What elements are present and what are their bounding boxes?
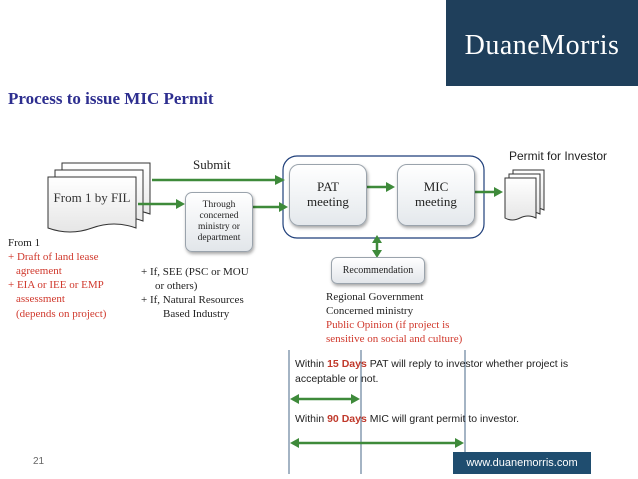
fifteen-days-cont: acceptable or not.: [295, 373, 379, 385]
recommendation-box: Recommendation: [331, 257, 425, 284]
meeting-group-border: [282, 155, 485, 239]
permit-label: Permit for Investor: [509, 149, 608, 163]
middle-note-item: + If, Natural Resources: [141, 294, 244, 306]
middle-note-item: or others): [155, 280, 198, 292]
to-ministry-arrow: [138, 199, 185, 209]
pat-to-mic-arrow: [366, 182, 395, 192]
fifteen-days-arrow: [290, 394, 360, 404]
ninety-days-count: 90 Days: [327, 413, 367, 425]
doc-from1-label: From 1 by FIL: [53, 190, 131, 205]
fifteen-days-count: 15 Days: [327, 358, 367, 370]
fifteen-days-rest: PAT will reply to investor whether proje…: [366, 358, 569, 370]
public-opinion-note: Public Opinion (if project is: [326, 319, 450, 331]
through-line: concerned: [199, 211, 239, 222]
through-line: Through: [202, 200, 236, 211]
left-note-item: + Draft of land lease: [8, 251, 99, 263]
document-stack-icon: [47, 162, 151, 233]
left-note-item: assessment: [16, 293, 65, 305]
public-opinion-note: sensitive on social and culture): [326, 333, 463, 345]
duane-morris-logo: DuaneMorris: [464, 30, 620, 61]
footer-url[interactable]: www.duanemorris.com: [466, 457, 578, 469]
regional-note: Concerned ministry: [326, 305, 414, 317]
left-notes-heading: From 1: [8, 237, 41, 249]
submit-arrow: [152, 175, 285, 185]
through-line: ministry or: [198, 222, 240, 232]
ninety-days-rest: MIC will grant permit to investor.: [366, 413, 520, 425]
recommendation-double-arrow: [372, 235, 382, 258]
fifteen-days-text: Within 15 Days PAT will reply to investo…: [295, 358, 568, 371]
ninety-days-prefix: Within: [295, 413, 328, 425]
fifteen-days-prefix: Within: [295, 358, 328, 370]
ninety-days-arrow: [290, 438, 464, 448]
regional-note: Regional Government: [326, 291, 424, 303]
ninety-days-text: Within 90 Days MIC will grant permit to …: [295, 413, 519, 426]
mic-label-sub: meeting: [415, 194, 457, 209]
pat-meeting-box: PAT meeting: [289, 164, 367, 226]
left-note-item: agreement: [16, 265, 62, 277]
logo-panel: DuaneMorris: [446, 0, 638, 86]
middle-note-item: + If, SEE (PSC or MOU: [141, 266, 249, 278]
through-line: department: [197, 232, 241, 243]
submit-label: Submit: [193, 157, 231, 172]
page-title: Process to issue MIC Permit: [8, 89, 214, 108]
footer-bar: www.duanemorris.com: [453, 452, 591, 474]
recommendation-label: Recommendation: [342, 264, 414, 276]
mic-to-permit-arrow: [474, 187, 503, 197]
through-ministry-box: Through concerned ministry or department: [185, 192, 253, 252]
pat-label-sub: meeting: [307, 194, 349, 209]
ministry-to-pat-arrow: [252, 202, 288, 212]
permit-document-icon: [504, 169, 545, 221]
mic-label: MIC: [423, 179, 449, 195]
left-note-item: (depends on project): [16, 308, 107, 320]
pat-label: PAT: [317, 179, 339, 195]
page-number: 21: [33, 456, 45, 467]
left-note-item: + EIA or IEE or EMP: [8, 279, 104, 291]
mic-meeting-box: MIC meeting: [397, 164, 475, 226]
middle-note-item: Based Industry: [163, 308, 230, 320]
